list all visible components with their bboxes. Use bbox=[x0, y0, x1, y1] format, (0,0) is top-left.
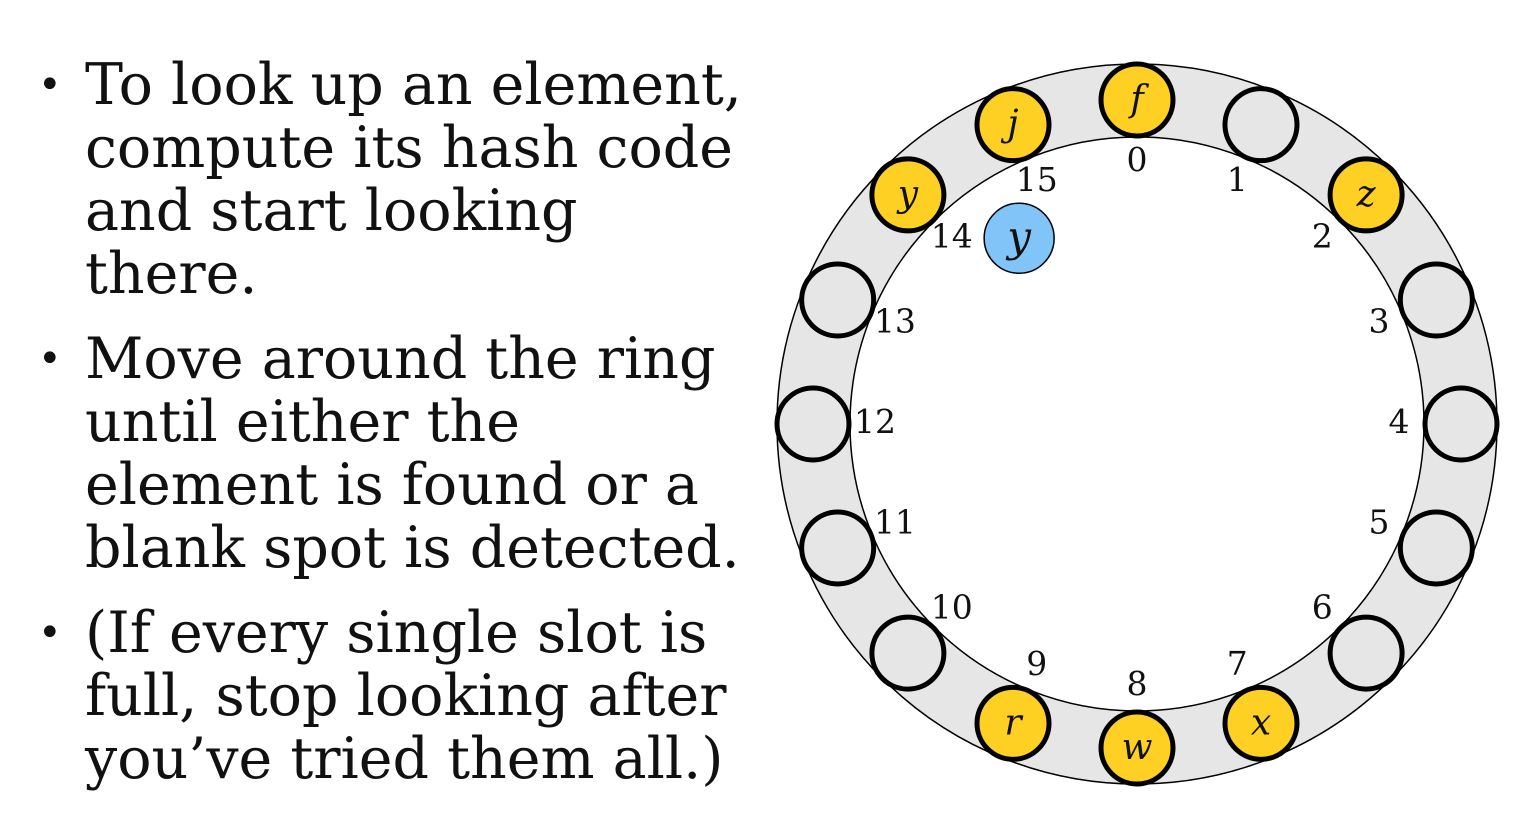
bullet-text: Move around the ring until either the el… bbox=[85, 326, 740, 581]
slot-empty-11 bbox=[799, 509, 877, 587]
slot-index-11: 11 bbox=[874, 502, 916, 541]
slot-filled-0 bbox=[1098, 61, 1176, 139]
slot-empty-3 bbox=[1397, 261, 1475, 339]
bullet-item: • (If every single slot is full, stop lo… bbox=[38, 602, 758, 791]
slot-empty-13 bbox=[799, 261, 877, 339]
slot-filled-7 bbox=[1222, 684, 1300, 762]
slot-filled-15 bbox=[974, 86, 1052, 164]
slot-index-14: 14 bbox=[931, 217, 973, 256]
slot-value-8: w bbox=[1122, 727, 1153, 768]
probe-layer: y bbox=[983, 202, 1055, 274]
slot-index-6: 6 bbox=[1312, 587, 1333, 626]
slot-empty-4 bbox=[1422, 385, 1500, 463]
slot-index-3: 3 bbox=[1369, 302, 1390, 341]
bullet-text: To look up an element, compute its hash … bbox=[85, 52, 742, 307]
probe-value: y bbox=[1005, 212, 1032, 261]
bullet-marker: • bbox=[38, 610, 62, 656]
bullet-item: • Move around the ring until either the … bbox=[38, 328, 758, 580]
slot-value-2: z bbox=[1356, 174, 1377, 215]
bullet-item: • To look up an element, compute its has… bbox=[38, 54, 758, 306]
slot-empty-10 bbox=[869, 614, 947, 692]
probe-element bbox=[983, 202, 1055, 274]
slot-empty-12 bbox=[774, 385, 852, 463]
slot-filled-2 bbox=[1327, 156, 1405, 234]
slot-index-2: 2 bbox=[1312, 217, 1333, 256]
slot-index-9: 9 bbox=[1026, 644, 1047, 683]
slot-filled-14 bbox=[869, 156, 947, 234]
bullet-text: (If every single slot is full, stop look… bbox=[85, 600, 727, 792]
slot-index-8: 8 bbox=[1127, 664, 1148, 703]
slot-index-0: 0 bbox=[1127, 140, 1148, 179]
slot-index-13: 13 bbox=[874, 302, 916, 341]
slot-value-14: y bbox=[896, 174, 919, 215]
slot-index-5: 5 bbox=[1369, 502, 1390, 541]
slot-index-12: 12 bbox=[854, 402, 896, 441]
slot-index-10: 10 bbox=[931, 587, 973, 626]
bullet-marker: • bbox=[38, 336, 62, 382]
slot-value-7: x bbox=[1251, 702, 1271, 743]
slot-empty-6 bbox=[1327, 614, 1405, 692]
slot-filled-9 bbox=[974, 684, 1052, 762]
slot-empty-5 bbox=[1397, 509, 1475, 587]
slot-index-7: 7 bbox=[1227, 644, 1248, 683]
slot-filled-8 bbox=[1098, 709, 1176, 787]
slot-empty-1 bbox=[1222, 86, 1300, 164]
slot-index-15: 15 bbox=[1016, 160, 1058, 199]
slot-index-4: 4 bbox=[1389, 402, 1410, 441]
slot-index-1: 1 bbox=[1227, 160, 1248, 199]
slot-value-9: r bbox=[1004, 702, 1023, 743]
bullet-marker: • bbox=[38, 62, 62, 108]
bullet-list: • To look up an element, compute its has… bbox=[38, 54, 758, 813]
